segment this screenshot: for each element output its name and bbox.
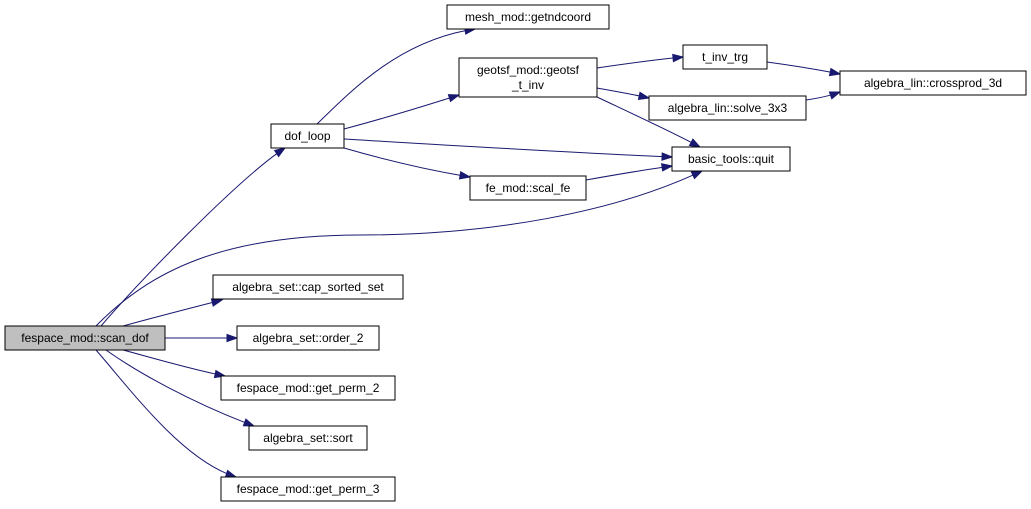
edge-line bbox=[105, 349, 255, 427]
node-crossprod-3d[interactable]: algebra_lin::crossprod_3d bbox=[839, 70, 1027, 96]
edge-line bbox=[596, 96, 701, 148]
node-geotsf-t-inv[interactable]: geotsf_mod::geotsf_t_inv bbox=[458, 57, 598, 98]
node-order-2[interactable]: algebra_set::order_2 bbox=[236, 325, 380, 351]
edge-geotsf_t_inv-to-t_inv_trg bbox=[596, 53, 685, 69]
edge-geotsf_t_inv-to-quit bbox=[596, 96, 702, 148]
edge-scan_dof-to-cap_sorted_set bbox=[122, 298, 224, 327]
node-box bbox=[671, 146, 791, 172]
node-solve-3x3[interactable]: algebra_lin::solve_3x3 bbox=[648, 95, 807, 121]
edge-line bbox=[596, 87, 650, 99]
node-box bbox=[458, 57, 598, 98]
edge-solve_3x3-to-crossprod_3d bbox=[805, 91, 842, 101]
edge-geotsf_t_inv-to-solve_3x3 bbox=[596, 87, 651, 100]
node-box bbox=[4, 325, 166, 351]
node-label: algebra_lin::solve_3x3 bbox=[668, 101, 788, 115]
node-label: fespace_mod::get_perm_3 bbox=[237, 482, 380, 496]
node-t-inv-trg[interactable]: t_inv_trg bbox=[682, 44, 768, 70]
nodes-layer: fespace_mod::scan_dof dof_loopalgebra_set… bbox=[4, 4, 1027, 502]
edge-line bbox=[343, 138, 673, 158]
node-scal-fe[interactable]: fe_mod::scal_fe bbox=[469, 175, 587, 201]
node-label: mesh_mod::getndcoord bbox=[465, 10, 591, 24]
arrowhead-icon bbox=[688, 138, 702, 148]
node-box bbox=[248, 425, 368, 451]
edge-line bbox=[122, 349, 226, 377]
node-box bbox=[469, 175, 587, 201]
arrowhead-icon bbox=[828, 91, 842, 100]
node-label: t_inv_trg bbox=[702, 50, 748, 64]
arrowhead-icon bbox=[458, 171, 472, 180]
edge-line bbox=[122, 299, 223, 327]
node-box bbox=[220, 375, 396, 401]
node-get-perm-2[interactable]: fespace_mod::get_perm_2 bbox=[220, 375, 396, 401]
edge-dof_loop-to-getndcoord bbox=[316, 26, 477, 125]
arrowhead-icon bbox=[828, 67, 842, 77]
node-label: algebra_set::sort bbox=[263, 431, 353, 445]
edge-line bbox=[343, 147, 471, 178]
arrowhead-icon bbox=[242, 418, 256, 427]
edge-scan_dof-to-get_perm_3 bbox=[95, 349, 238, 478]
edge-line bbox=[343, 94, 460, 130]
node-box bbox=[648, 95, 807, 121]
edge-line bbox=[316, 28, 476, 125]
edge-dof_loop-to-quit bbox=[343, 138, 674, 161]
arrowhead-icon bbox=[273, 147, 287, 158]
node-label: dof_loop bbox=[284, 129, 330, 143]
arrowhead-icon bbox=[447, 94, 461, 103]
node-box bbox=[682, 44, 768, 70]
edge-scan_dof-to-order_2 bbox=[164, 333, 239, 343]
node-label: algebra_lin::crossprod_3d bbox=[864, 76, 1002, 90]
node-cap-sorted-set[interactable]: algebra_set::cap_sorted_set bbox=[212, 274, 404, 300]
edge-scan_dof-to-quit bbox=[95, 170, 704, 327]
edge-line bbox=[95, 349, 237, 478]
node-box bbox=[270, 123, 345, 149]
arrowhead-icon bbox=[661, 163, 674, 172]
node-label: algebra_set::cap_sorted_set bbox=[232, 280, 384, 294]
arrowhead-icon bbox=[210, 298, 224, 307]
node-sort[interactable]: algebra_set::sort bbox=[248, 425, 368, 451]
edge-scal_fe-to-quit bbox=[585, 163, 674, 181]
edge-line bbox=[585, 165, 673, 181]
node-box bbox=[839, 70, 1027, 96]
arrowhead-icon bbox=[224, 469, 238, 478]
node-label: fe_mod::scal_fe bbox=[486, 181, 571, 195]
node-label: fespace_mod::get_perm_2 bbox=[237, 381, 380, 395]
node-label: basic_tools::quit bbox=[688, 152, 775, 166]
node-get-perm-3[interactable]: fespace_mod::get_perm_3 bbox=[220, 476, 396, 502]
node-box bbox=[212, 274, 404, 300]
arrowhead-icon bbox=[690, 170, 704, 180]
arrowhead-icon bbox=[661, 152, 674, 161]
arrowhead-icon bbox=[637, 91, 651, 100]
edge-scan_dof-to-get_perm_2 bbox=[122, 349, 227, 379]
node-label: geotsf_mod::geotsf bbox=[477, 63, 580, 77]
edge-t_inv_trg-to-crossprod_3d bbox=[766, 61, 842, 77]
node-box bbox=[236, 325, 380, 351]
edge-dof_loop-to-geotsf_t_inv bbox=[343, 94, 461, 130]
edge-line bbox=[596, 56, 684, 69]
node-scan-dof[interactable]: fespace_mod::scan_dof bbox=[4, 325, 166, 351]
node-box bbox=[446, 4, 610, 30]
node-getndcoord[interactable]: mesh_mod::getndcoord bbox=[446, 4, 610, 30]
node-label: fespace_mod::scan_dof bbox=[21, 331, 149, 345]
arrowhead-icon bbox=[672, 53, 685, 63]
edge-line bbox=[805, 91, 841, 101]
node-label: _t_inv bbox=[511, 78, 544, 92]
arrowhead-icon bbox=[226, 333, 239, 343]
edges-layer bbox=[95, 26, 842, 478]
node-quit[interactable]: basic_tools::quit bbox=[671, 146, 791, 172]
edge-dof_loop-to-scal_fe bbox=[343, 147, 472, 180]
node-box bbox=[220, 476, 396, 502]
edge-line bbox=[766, 61, 841, 75]
node-dof-loop[interactable]: dof_loop bbox=[270, 123, 345, 149]
edge-line bbox=[95, 170, 703, 327]
node-label: algebra_set::order_2 bbox=[253, 331, 364, 345]
